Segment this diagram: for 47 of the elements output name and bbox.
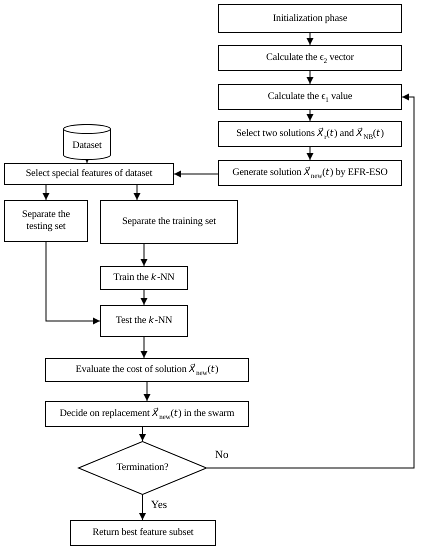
box-label: Dataset (72, 140, 102, 152)
box-label: Return best feature subset (92, 527, 194, 539)
box-label: Test the k-NN (116, 315, 172, 327)
arrow (140, 244, 148, 266)
arrow (306, 110, 314, 122)
process-box (45, 358, 249, 382)
decision-diamond (78, 441, 207, 495)
box-label: Calculate the ϵ$_{1}$ value (268, 91, 352, 103)
box-label: Separate the testing set (21, 209, 71, 233)
box-label: Decide on replacement X⃗$_{new}$(t) in the swarm (60, 408, 234, 420)
arrow (134, 184, 140, 200)
process-box (4, 200, 88, 242)
process-box (218, 160, 402, 186)
arrow (140, 290, 148, 306)
process-box (218, 4, 402, 33)
box-label: Generate solution X⃗$_{new}$(t) by EFR-ESO (232, 167, 388, 179)
arrow (140, 336, 148, 358)
process-box (100, 305, 188, 337)
arrow (42, 184, 50, 200)
box-label: Termination? (116, 462, 168, 474)
arrow (306, 146, 314, 160)
edge-label: Yes (150, 500, 168, 511)
box-label: Train the k-NN (113, 272, 175, 284)
process-box (100, 200, 238, 244)
process-box (45, 401, 249, 427)
dataset-cylinder (63, 124, 111, 160)
process-box (218, 45, 402, 71)
process-box (70, 520, 216, 546)
box-label: Separate the training set (122, 216, 216, 228)
box-label: Select special features of dataset (26, 168, 152, 180)
arrow (139, 426, 146, 442)
arrow (144, 382, 150, 402)
arrow (306, 70, 314, 84)
arrow (139, 494, 146, 520)
box-label: Evaluate the cost of solution X⃗$_{new}$(t) (76, 364, 218, 376)
box-label: Select two solutions X⃗$_{r}$(t) and X⃗$_{NB}$(t) (236, 128, 384, 140)
box-label: Calculate the ϵ$_{2}$ vector (266, 52, 354, 64)
process-box (218, 84, 402, 110)
box-label: Initialization phase (272, 12, 348, 24)
arrow (206, 94, 414, 468)
arrow (46, 242, 100, 324)
process-box (218, 121, 402, 147)
edge-label: No (214, 450, 230, 461)
process-box (100, 266, 188, 290)
arrow (306, 32, 314, 46)
arrow (174, 170, 218, 178)
process-box (4, 163, 174, 185)
